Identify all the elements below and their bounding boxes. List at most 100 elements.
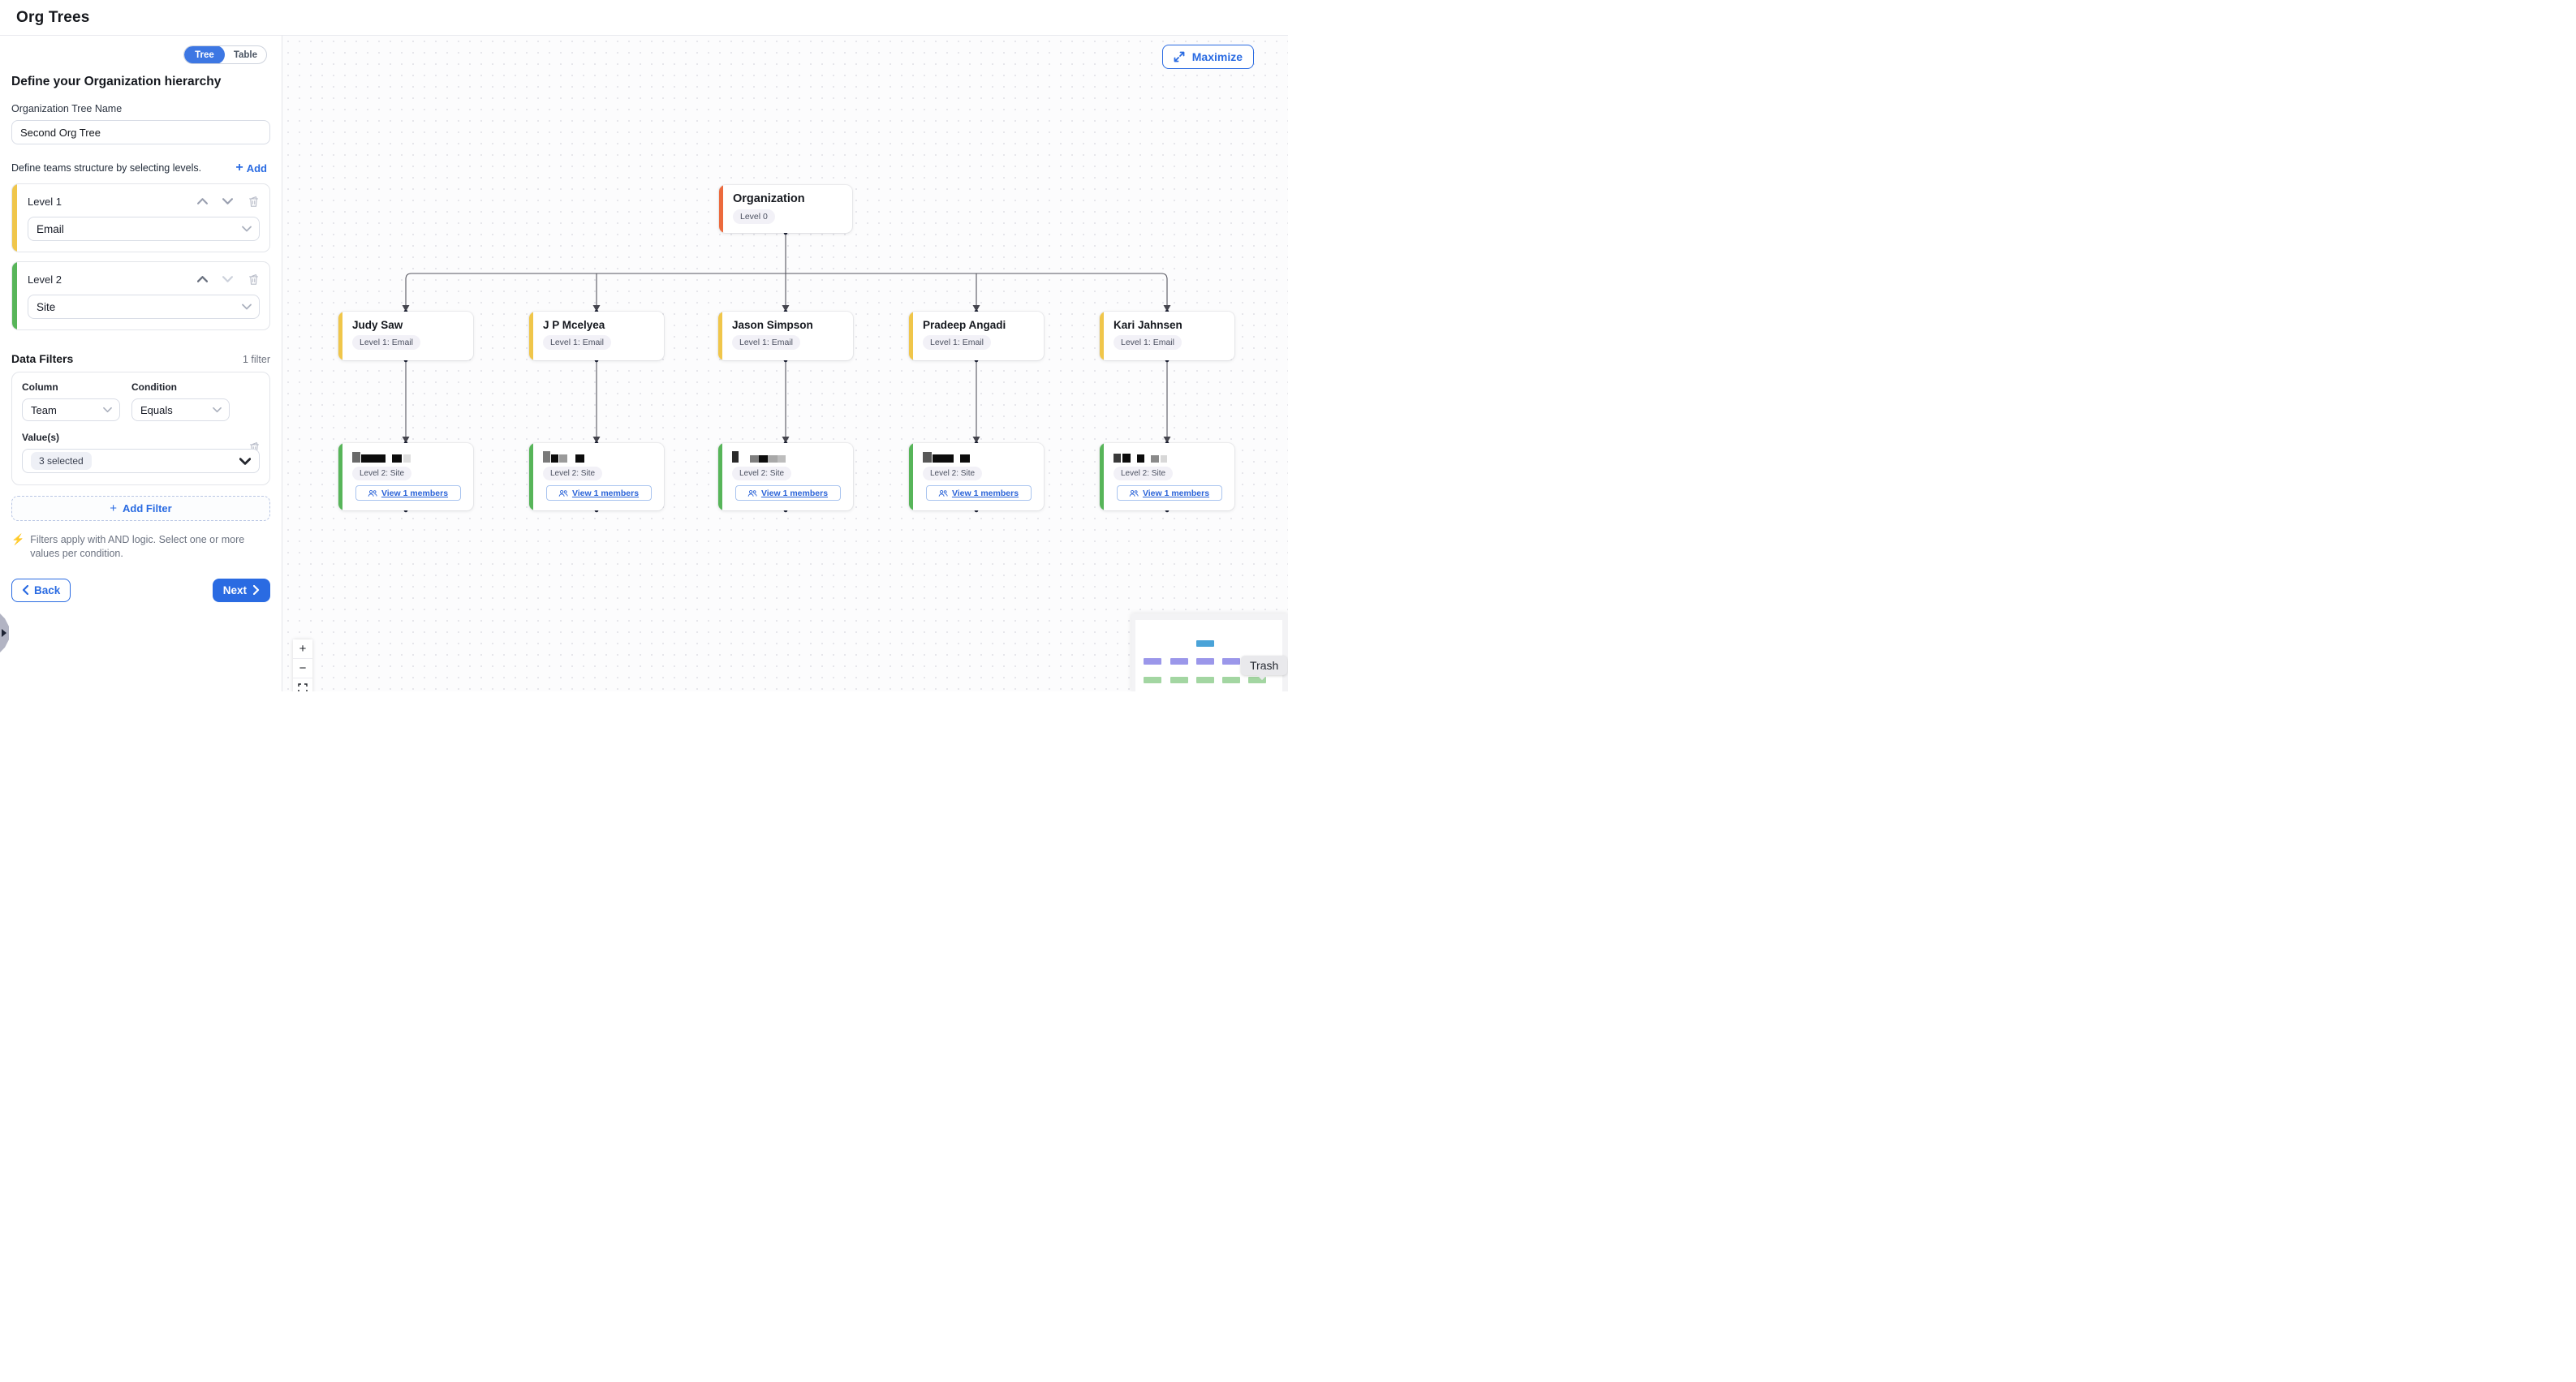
chevron-down-icon xyxy=(242,304,252,310)
node-title: Kari Jahnsen xyxy=(1114,319,1182,331)
fit-view-button[interactable] xyxy=(293,678,312,691)
back-button[interactable]: Back xyxy=(11,578,71,602)
condition-select[interactable]: Equals xyxy=(131,398,230,421)
view-members-button[interactable]: View 1 members xyxy=(734,485,841,501)
chevron-left-icon xyxy=(22,585,28,596)
zoom-controls: + − xyxy=(293,639,312,691)
condition-label: Condition xyxy=(131,381,177,393)
node-level-badge: Level 1: Email xyxy=(732,335,800,350)
page-title: Org Trees xyxy=(16,8,90,26)
node-accent-stripe xyxy=(909,312,913,360)
level-card-1: Level 1 Email xyxy=(11,183,270,252)
redacted-node-title xyxy=(1114,451,1225,463)
node-title: Pradeep Angadi xyxy=(923,319,1006,331)
node-accent-stripe xyxy=(1100,312,1104,360)
level-2-label: Level 2 xyxy=(28,273,62,286)
view-members-button[interactable]: View 1 members xyxy=(355,485,461,501)
org-node-level2[interactable]: Level 2: Site View 1 members xyxy=(1100,443,1234,510)
node-level-badge: Level 1: Email xyxy=(923,335,991,350)
org-node-level1[interactable]: Pradeep Angadi Level 1: Email xyxy=(909,312,1044,360)
level-1-label: Level 1 xyxy=(28,195,62,208)
values-label: Value(s) xyxy=(22,432,60,443)
org-node-level1[interactable]: J P Mcelyea Level 1: Email xyxy=(529,312,664,360)
redacted-node-title xyxy=(543,451,654,463)
chevron-down-icon xyxy=(242,226,252,232)
org-node-level2[interactable]: Level 2: Site View 1 members xyxy=(718,443,853,510)
level-1-select[interactable]: Email xyxy=(28,217,260,241)
view-members-button[interactable]: View 1 members xyxy=(545,485,652,501)
tree-name-input[interactable] xyxy=(11,120,270,144)
org-node-root[interactable]: Organization Level 0 xyxy=(719,185,852,233)
tree-edges xyxy=(402,230,1171,513)
members-icon xyxy=(747,489,757,497)
move-up-icon[interactable] xyxy=(197,276,208,282)
node-accent-stripe xyxy=(909,443,913,510)
node-level-badge: Level 1: Email xyxy=(543,335,611,350)
node-level-badge: Level 2: Site xyxy=(1114,467,1174,480)
toggle-table[interactable]: Table xyxy=(225,46,266,63)
trash-icon[interactable] xyxy=(248,195,260,208)
column-label: Column xyxy=(22,381,58,393)
view-members-button[interactable]: View 1 members xyxy=(1116,485,1222,501)
chevron-down-icon xyxy=(213,407,222,413)
column-select[interactable]: Team xyxy=(22,398,120,421)
move-down-icon[interactable] xyxy=(222,198,233,205)
org-node-level1[interactable]: Judy Saw Level 1: Email xyxy=(338,312,473,360)
node-title: Organization xyxy=(733,192,805,205)
org-node-level2[interactable]: Level 2: Site View 1 members xyxy=(338,443,473,510)
node-accent-stripe xyxy=(718,443,722,510)
node-level-badge: Level 0 xyxy=(733,209,775,224)
maximize-button[interactable]: Maximize xyxy=(1161,45,1254,69)
org-node-level1[interactable]: Kari Jahnsen Level 1: Email xyxy=(1100,312,1234,360)
add-filter-button[interactable]: + Add Filter xyxy=(11,496,270,521)
move-up-icon[interactable] xyxy=(197,198,208,205)
chevron-right-icon xyxy=(253,585,260,596)
view-toggle: Tree Table xyxy=(183,45,267,64)
node-title: J P Mcelyea xyxy=(543,319,605,331)
app-header: Org Trees xyxy=(0,0,1288,36)
levels-description: Define teams structure by selecting leve… xyxy=(11,162,202,174)
node-level-badge: Level 2: Site xyxy=(732,467,792,480)
level-1-accent-stripe xyxy=(12,184,17,252)
filter-count: 1 filter xyxy=(242,354,270,365)
fit-view-icon xyxy=(298,683,308,691)
sidebar: Tree Table Define your Organization hier… xyxy=(0,36,282,691)
org-node-level2[interactable]: Level 2: Site View 1 members xyxy=(909,443,1044,510)
add-level-button[interactable]: + Add xyxy=(235,161,270,174)
data-filters-title: Data Filters xyxy=(11,352,74,365)
minimap[interactable] xyxy=(1131,614,1288,691)
sidebar-collapse-handle[interactable] xyxy=(0,614,9,652)
redacted-node-title xyxy=(352,451,463,463)
node-accent-stripe xyxy=(529,312,533,360)
node-accent-stripe xyxy=(1100,443,1104,510)
zoom-out-button[interactable]: − xyxy=(293,659,312,678)
tree-name-label: Organization Tree Name xyxy=(11,103,123,114)
node-accent-stripe xyxy=(719,185,723,233)
sidebar-heading: Define your Organization hierarchy xyxy=(11,75,222,88)
filter-card: Column Team Condition Equals xyxy=(11,372,270,485)
members-icon xyxy=(1129,489,1139,497)
node-level-badge: Level 1: Email xyxy=(352,335,420,350)
trash-icon[interactable] xyxy=(248,273,260,286)
node-title: Judy Saw xyxy=(352,319,403,331)
node-level-badge: Level 2: Site xyxy=(923,467,983,480)
toggle-tree[interactable]: Tree xyxy=(184,46,225,63)
zoom-in-button[interactable]: + xyxy=(293,639,312,659)
redacted-node-title xyxy=(732,451,843,463)
level-2-select[interactable]: Site xyxy=(28,295,260,319)
members-icon xyxy=(558,489,568,497)
org-tree-canvas[interactable]: Maximize xyxy=(282,36,1288,691)
node-accent-stripe xyxy=(338,443,342,510)
node-accent-stripe xyxy=(529,443,533,510)
org-node-level1[interactable]: Jason Simpson Level 1: Email xyxy=(718,312,853,360)
node-title: Jason Simpson xyxy=(732,319,813,331)
node-accent-stripe xyxy=(718,312,722,360)
chevron-down-icon xyxy=(239,457,251,465)
level-2-accent-stripe xyxy=(12,262,17,329)
plus-icon: + xyxy=(235,161,243,174)
move-down-icon[interactable] xyxy=(222,276,233,282)
next-button[interactable]: Next xyxy=(212,578,270,602)
view-members-button[interactable]: View 1 members xyxy=(925,485,1032,501)
org-node-level2[interactable]: Level 2: Site View 1 members xyxy=(529,443,664,510)
values-select[interactable]: 3 selected xyxy=(22,449,260,473)
